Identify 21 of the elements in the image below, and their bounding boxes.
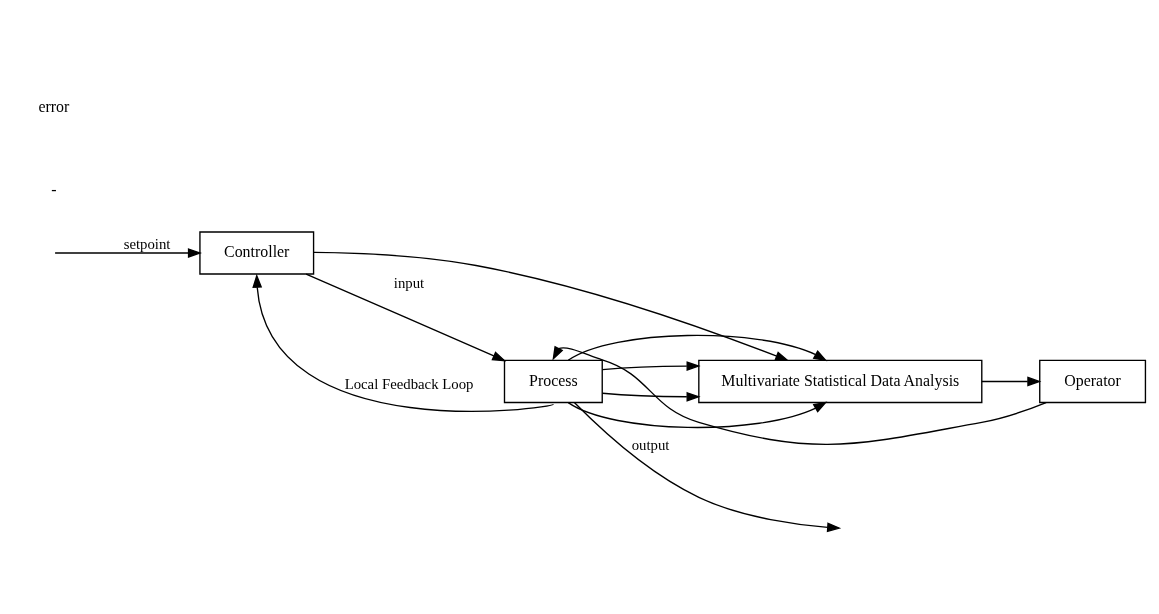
edge-label: input [393, 274, 425, 291]
arrow [54, 247, 202, 258]
label: error [38, 97, 70, 115]
arrow [981, 376, 1042, 386]
node-box: Process [503, 359, 603, 403]
arrow [252, 273, 555, 412]
arrow [601, 360, 701, 371]
arrow [305, 272, 507, 361]
arrow [552, 345, 1047, 445]
arrow [567, 334, 828, 361]
arrow [567, 401, 828, 428]
arrow [601, 391, 701, 402]
node-box: Multivariate Statistical Data Analysis [698, 359, 983, 403]
edge-label: output [631, 436, 670, 453]
edge-label: setpoint [123, 235, 171, 252]
arrow [573, 401, 842, 532]
arrow [313, 251, 790, 361]
node-box: Operator [1039, 359, 1147, 403]
label: - [51, 180, 57, 198]
edge-label: Local Feedback Loop [344, 375, 474, 392]
node-box: Controller [199, 230, 315, 275]
